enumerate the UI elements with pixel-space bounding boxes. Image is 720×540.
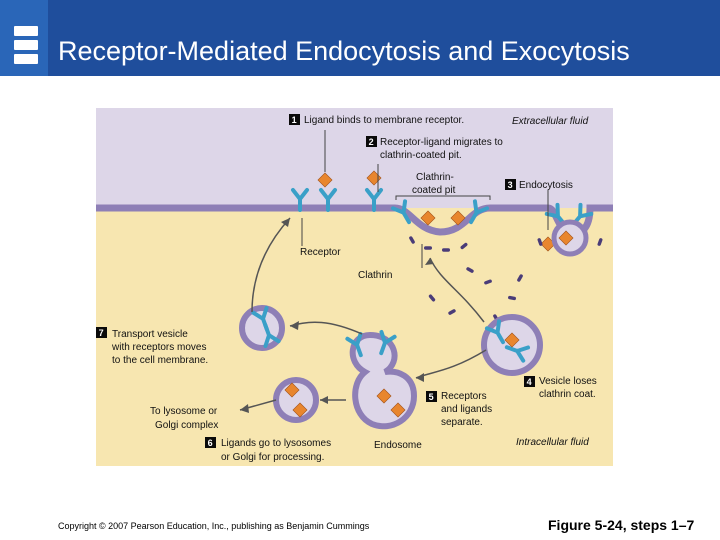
- step-2-label: 2 Receptor-ligand migrates to clathrin-c…: [366, 136, 503, 161]
- clathrin-label: Clathrin: [358, 270, 392, 281]
- svg-text:Vesicle loses: Vesicle loses: [539, 376, 597, 387]
- svg-text:7: 7: [99, 328, 104, 338]
- svg-text:Receptors: Receptors: [441, 391, 487, 402]
- figure-caption: Figure 5-24, steps 1–7: [548, 517, 695, 533]
- arrow-heads: [240, 218, 434, 413]
- svg-text:3: 3: [508, 180, 513, 190]
- svg-text:Ligand binds to membrane recep: Ligand binds to membrane receptor.: [304, 115, 464, 126]
- svg-text:Endocytosis: Endocytosis: [519, 180, 573, 191]
- svg-text:with receptors moves: with receptors moves: [111, 342, 206, 353]
- extracellular-region: [96, 108, 613, 208]
- svg-text:4: 4: [527, 377, 532, 387]
- svg-text:2: 2: [369, 137, 374, 147]
- svg-text:Ligands go to lysosomes: Ligands go to lysosomes: [221, 438, 331, 449]
- svg-text:separate.: separate.: [441, 417, 483, 428]
- logo-icon: [0, 0, 48, 76]
- extracellular-label: Extracellular fluid: [512, 116, 589, 127]
- svg-text:5: 5: [429, 392, 434, 402]
- svg-text:Receptor-ligand migrates to: Receptor-ligand migrates to: [380, 137, 503, 148]
- step-5-label: 5 Receptors and ligands separate.: [426, 391, 492, 428]
- svg-text:clathrin-coated pit.: clathrin-coated pit.: [380, 150, 462, 161]
- svg-text:6: 6: [208, 438, 213, 448]
- step-4-label: 4 Vesicle loses clathrin coat.: [524, 376, 597, 400]
- svg-text:to the cell membrane.: to the cell membrane.: [112, 355, 208, 366]
- lysosome-label-1: To lysosome or: [150, 406, 218, 417]
- lysosome-vesicle: [273, 377, 319, 423]
- step-7-label: 7 Transport vesicle with receptors moves…: [96, 327, 208, 366]
- step-3-label: 3 Endocytosis: [505, 179, 573, 191]
- endosome-label: Endosome: [374, 440, 422, 451]
- slide-title: Receptor-Mediated Endocytosis and Exocyt…: [58, 36, 630, 66]
- copyright-text: Copyright © 2007 Pearson Education, Inc.…: [58, 521, 370, 531]
- slide-header: Receptor-Mediated Endocytosis and Exocyt…: [0, 0, 720, 76]
- svg-text:clathrin coat.: clathrin coat.: [539, 389, 596, 400]
- step-6-label: 6 Ligands go to lysosomes or Golgi for p…: [205, 437, 331, 463]
- intracellular-label: Intracellular fluid: [516, 437, 589, 448]
- leader-lines: [301, 130, 549, 268]
- lysosome-label-2: Golgi complex: [155, 420, 218, 431]
- clathrin-pit-label-2: coated pit: [412, 185, 456, 196]
- receptor-label: Receptor: [300, 247, 341, 258]
- svg-text:Transport vesicle: Transport vesicle: [112, 329, 188, 340]
- step-1-label: 1 Ligand binds to membrane receptor.: [289, 114, 464, 126]
- svg-text:or Golgi for processing.: or Golgi for processing.: [221, 452, 324, 463]
- transport-vesicle: [239, 305, 285, 351]
- svg-text:1: 1: [292, 115, 297, 125]
- svg-text:and ligands: and ligands: [441, 404, 492, 415]
- clathrin-pit-label-1: Clathrin-: [416, 172, 454, 183]
